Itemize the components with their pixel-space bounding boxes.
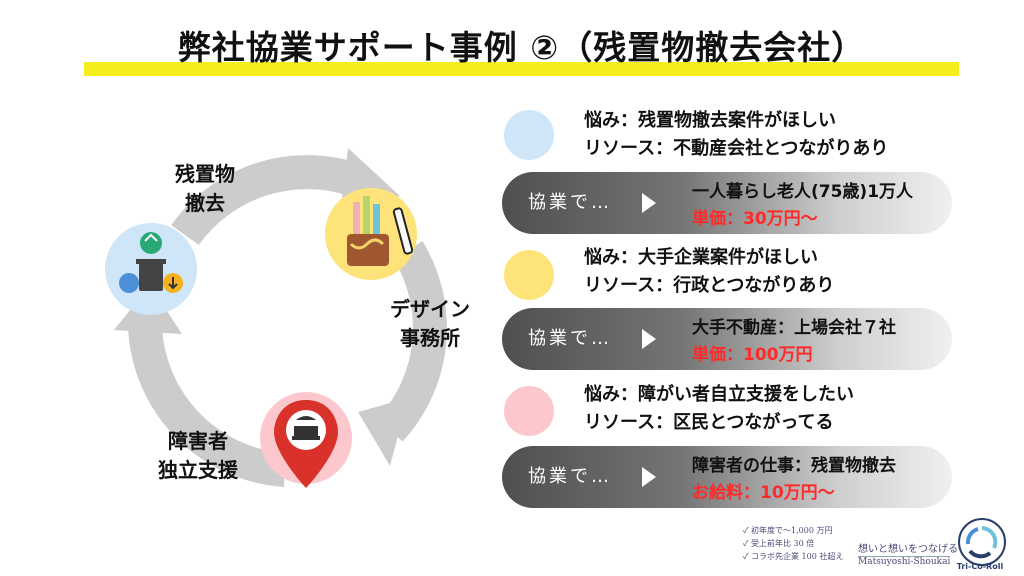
- footer-brand: Matsuyoshi-Shoukai: [858, 556, 951, 567]
- play-arrow-icon: [642, 193, 656, 213]
- arrow-top: [171, 155, 361, 246]
- case-3-collab: 協業で…: [528, 466, 612, 487]
- case-1-dot: [504, 110, 554, 160]
- footer-stats: ✓ 初年度で～1,000 万円 ✓ 受上前年比 30 倍 ✓ コラボ先企業 10…: [743, 526, 844, 561]
- play-arrow-icon: [642, 467, 656, 487]
- case-3-result-price: お給料：10万円〜: [692, 483, 835, 503]
- case-1-result-main: 一人暮らし老人(75歳)1万人: [692, 182, 914, 202]
- case-3-text: 悩み：障がい者自立支援をしたい リソース：区民とつながってる: [584, 384, 854, 433]
- case-2-collab: 協業で…: [528, 328, 612, 349]
- node-support-label: 障害者 独立支援: [158, 429, 238, 482]
- recycle-bin-icon: [119, 232, 183, 293]
- cycle-diagram: 残置物 撤去 デザイン 事務所 障害者 独立支援: [90, 120, 490, 520]
- logo-icon: [958, 518, 1006, 566]
- arrow-right: [377, 241, 447, 442]
- play-arrow-icon: [642, 329, 656, 349]
- case-2-dot: [504, 250, 554, 300]
- node-design: [325, 188, 417, 280]
- title-highlight: [84, 62, 959, 76]
- page-title: 弊社協業サポート事例 ②（残置物撤去会社）: [177, 28, 866, 67]
- case-1-result-price: 単価：30万円〜: [692, 209, 818, 229]
- case-2-text: 悩み：大手企業案件がほしい リソース：行政とつながりあり: [584, 247, 835, 296]
- footer-tagline: 想いと想いをつなげる: [858, 544, 958, 555]
- title-block: 弊社協業サポート事例 ②（残置物撤去会社）: [84, 24, 959, 76]
- case-3-dot: [504, 386, 554, 436]
- case-2-result-main: 大手不動産：上場会社７社: [692, 318, 896, 338]
- arrow-left: [127, 314, 287, 487]
- case-2-result-price: 単価：100万円: [692, 345, 813, 365]
- map-pin-building-icon: [274, 400, 338, 488]
- case-2-result: 協業で… 大手不動産：上場会社７社 単価：100万円: [502, 308, 952, 370]
- logo-text: Tri-Co-Roll: [956, 562, 1004, 571]
- node-removal-label: 残置物 撤去: [175, 162, 235, 215]
- case-3-result: 協業で… 障害者の仕事：残置物撤去 お給料：10万円〜: [502, 446, 952, 508]
- pencil-cup-icon: [347, 196, 414, 266]
- case-1-text: 悩み：残置物撤去案件がほしい リソース：不動産会社とつながりあり: [584, 110, 889, 159]
- case-1-result: 協業で… 一人暮らし老人(75歳)1万人 単価：30万円〜: [502, 172, 952, 234]
- case-1-collab: 協業で…: [528, 192, 612, 213]
- arrow-head-right: [358, 398, 408, 466]
- node-support: [260, 392, 352, 488]
- node-removal: [105, 223, 197, 315]
- node-design-label: デザイン 事務所: [390, 297, 470, 350]
- case-3-result-main: 障害者の仕事：残置物撤去: [692, 456, 896, 476]
